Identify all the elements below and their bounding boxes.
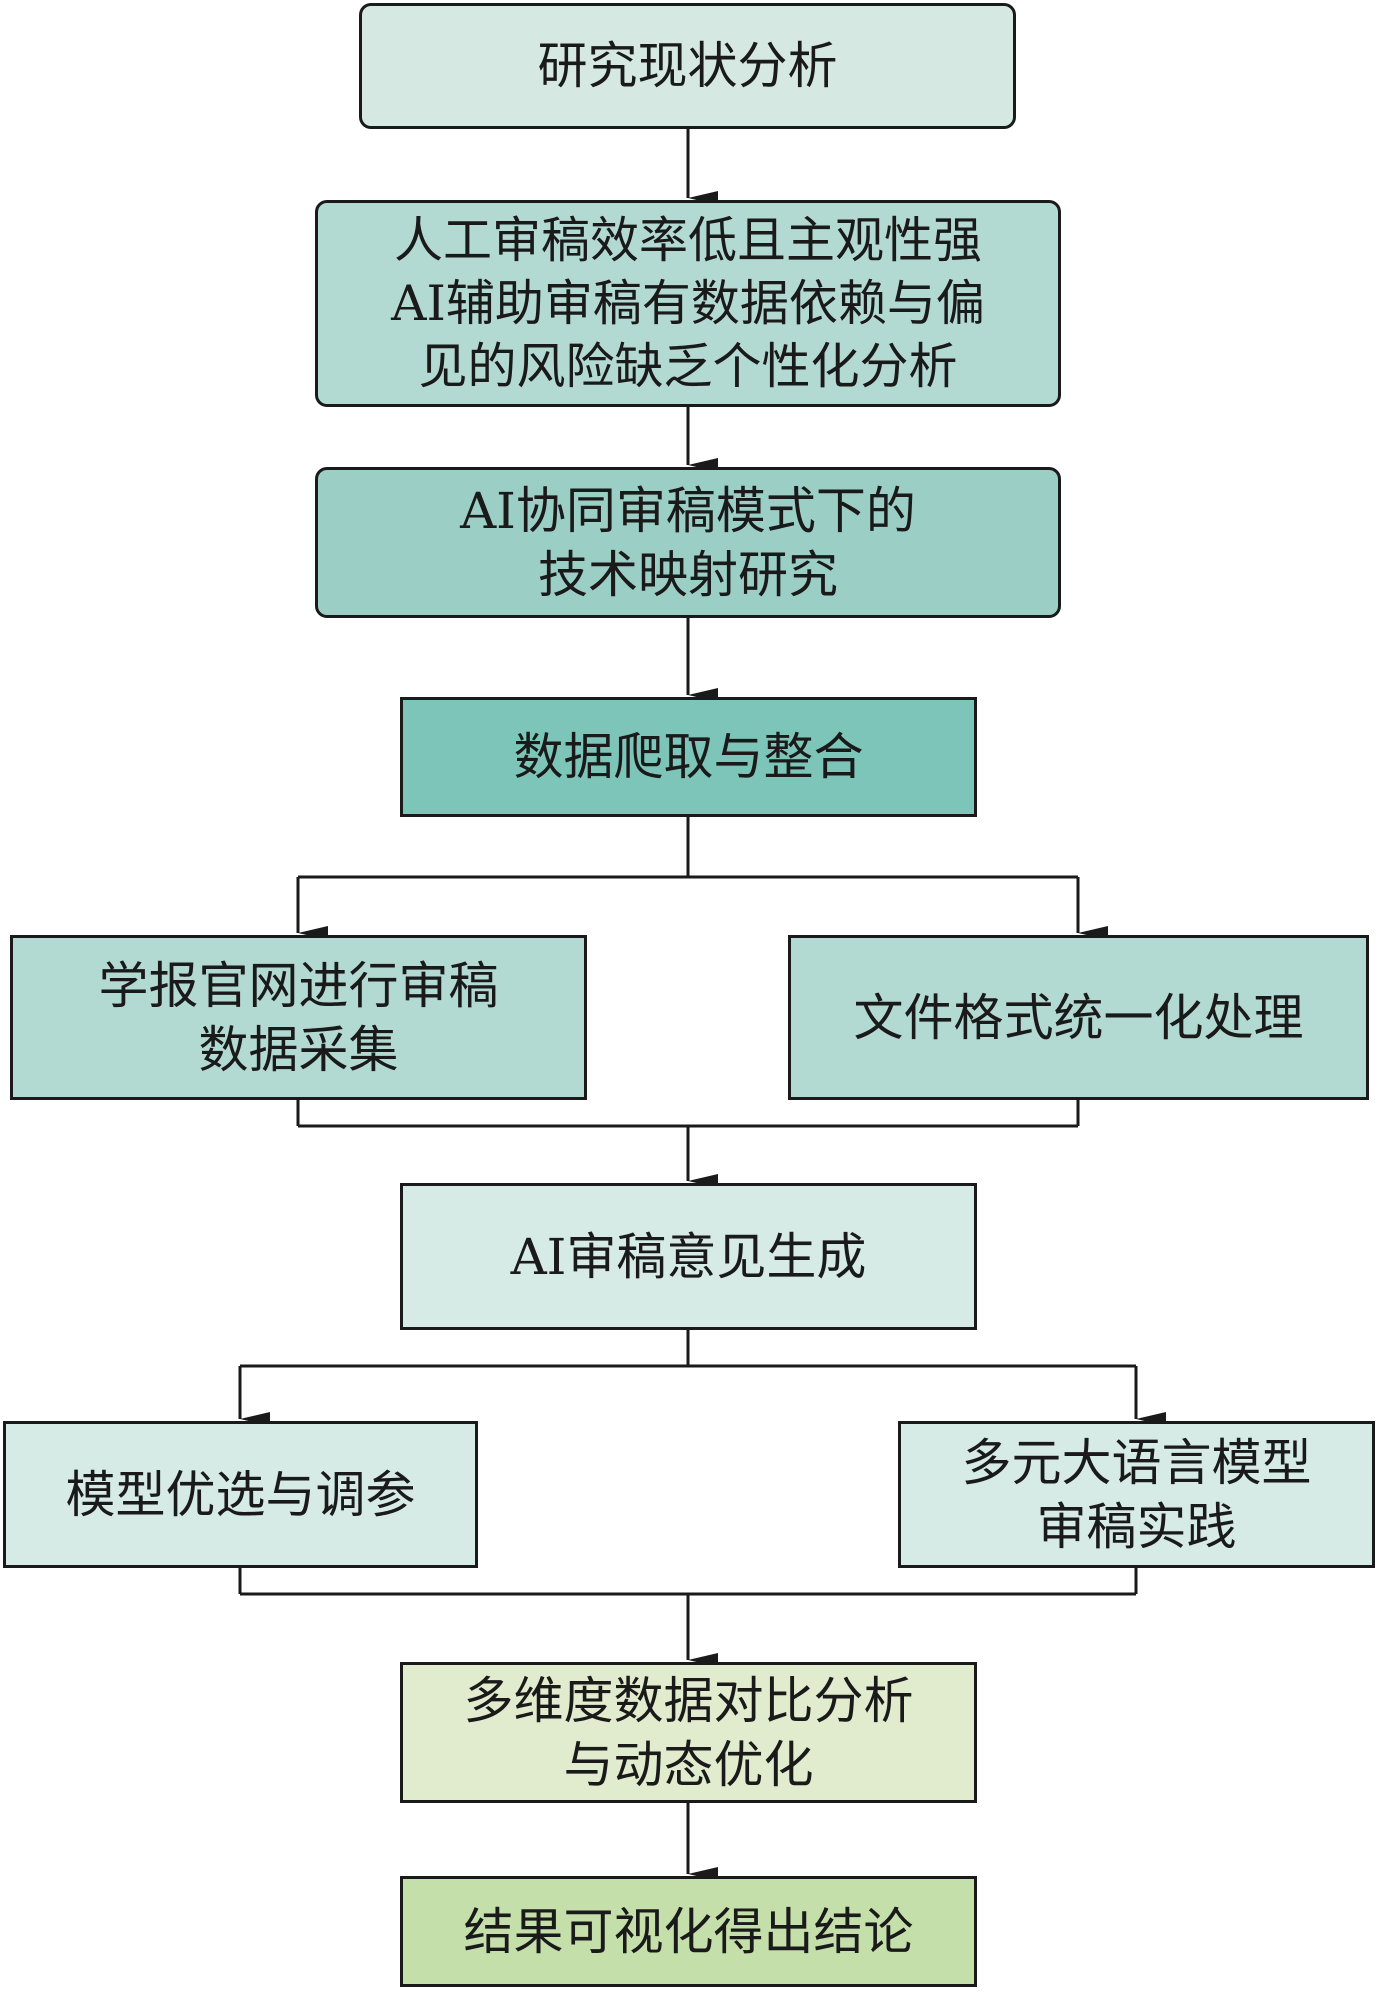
node-comparative-analysis: 多维度数据对比分析 与动态优化 (400, 1662, 977, 1803)
node-llm-practice: 多元大语言模型 审稿实践 (898, 1421, 1375, 1568)
node-model-tuning: 模型优选与调参 (3, 1421, 478, 1568)
node-visualization-conclusion: 结果可视化得出结论 (400, 1876, 977, 1987)
node-technical-mapping: AI协同审稿模式下的 技术映射研究 (315, 467, 1061, 618)
node-format-unification: 文件格式统一化处理 (788, 935, 1369, 1100)
node-ai-review-generation: AI审稿意见生成 (400, 1183, 977, 1330)
node-problems: 人工审稿效率低且主观性强 AI辅助审稿有数据依赖与偏 见的风险缺乏个性化分析 (315, 200, 1061, 407)
node-research-status: 研究现状分析 (359, 3, 1016, 129)
node-data-collection: 学报官网进行审稿 数据采集 (10, 935, 587, 1100)
node-data-crawling: 数据爬取与整合 (400, 697, 977, 817)
